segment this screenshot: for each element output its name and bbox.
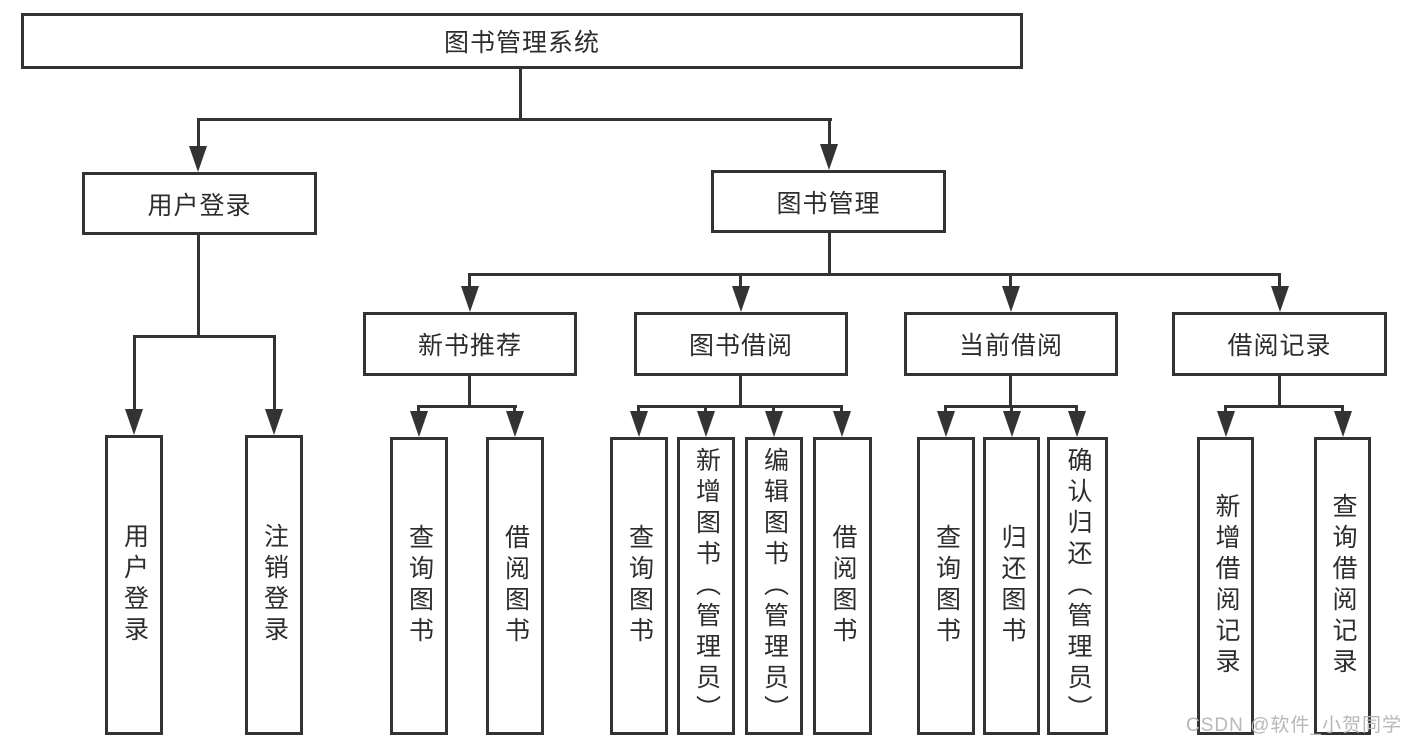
connector-line	[417, 405, 420, 414]
node-label: 图书管理系统	[443, 29, 600, 57]
connector-arrowhead	[820, 144, 838, 170]
connector-line	[1075, 405, 1078, 414]
connector-line	[739, 273, 742, 289]
connector-line	[468, 273, 471, 289]
connector-line	[468, 273, 1281, 276]
connector-arrowhead	[189, 146, 207, 172]
connector-arrowhead	[1002, 286, 1020, 312]
connector-arrowhead	[697, 411, 715, 437]
leaf-label: 借阅图书	[829, 524, 857, 648]
leaf-label: 查询图书	[625, 524, 654, 648]
node-current-borrowing: 当前借阅	[904, 312, 1118, 376]
leaf-edit-books-admin: 编辑图书（管理员）	[745, 437, 803, 735]
leaf-label: 新增图书（管理员）	[692, 446, 721, 726]
node-library-management-system: 图书管理系统	[21, 13, 1023, 69]
connector-arrowhead	[1334, 411, 1352, 437]
connector-line	[133, 335, 136, 413]
connector-line	[197, 118, 200, 150]
connector-line	[468, 376, 471, 407]
connector-arrowhead	[1217, 411, 1235, 437]
node-new-book-recommendation: 新书推荐	[363, 312, 577, 376]
leaf-query-books-current: 查询图书	[917, 437, 975, 735]
leaf-label: 新增借阅记录	[1212, 493, 1240, 679]
leaf-add-books-admin: 新增图书（管理员）	[677, 437, 735, 735]
leaf-label: 编辑图书（管理员）	[760, 446, 789, 726]
connector-arrowhead	[630, 411, 648, 437]
leaf-return-books: 归还图书	[983, 437, 1040, 735]
leaf-label: 确认归还（管理员）	[1064, 446, 1092, 726]
leaf-label: 查询图书	[405, 524, 434, 648]
connector-line	[1224, 405, 1344, 408]
leaf-label: 归还图书	[998, 524, 1026, 648]
connector-line	[1010, 405, 1013, 414]
connector-line	[739, 376, 742, 407]
connector-line	[772, 405, 775, 414]
node-label: 用户登录	[147, 191, 252, 220]
connector-line	[944, 405, 947, 414]
leaf-label: 查询借阅记录	[1329, 493, 1357, 679]
connector-arrowhead	[265, 409, 283, 435]
node-borrowing-records: 借阅记录	[1172, 312, 1387, 376]
connector-arrowhead	[410, 411, 428, 437]
leaf-user-login: 用户登录	[105, 435, 163, 735]
node-book-management: 图书管理	[711, 170, 946, 233]
leaf-label: 借阅图书	[501, 524, 530, 648]
connector-line	[1224, 405, 1227, 414]
connector-line	[417, 405, 517, 408]
connector-line	[519, 68, 522, 120]
leaf-label: 用户登录	[120, 523, 149, 647]
node-label: 借阅记录	[1227, 332, 1332, 360]
connector-arrowhead	[937, 411, 955, 437]
csdn-watermark: CSDN @软件_小贺同学	[1186, 715, 1402, 736]
leaf-add-borrow-record: 新增借阅记录	[1197, 437, 1254, 735]
connector-arrowhead	[461, 286, 479, 312]
leaf-borrow-books-recommend: 借阅图书	[486, 437, 544, 735]
connector-line	[1341, 405, 1344, 414]
connector-arrowhead	[1068, 411, 1086, 437]
leaf-confirm-return-admin: 确认归还（管理员）	[1047, 437, 1108, 735]
connector-line	[704, 405, 707, 414]
connector-arrowhead	[506, 411, 524, 437]
node-book-borrowing: 图书借阅	[634, 312, 848, 376]
connector-arrowhead	[1003, 411, 1021, 437]
connector-arrowhead	[833, 411, 851, 437]
connector-arrowhead	[765, 411, 783, 437]
connector-arrowhead	[125, 409, 143, 435]
node-label: 当前借阅	[958, 332, 1063, 360]
connector-line	[1278, 376, 1281, 407]
connector-line	[273, 335, 276, 413]
leaf-logout: 注销登录	[245, 435, 303, 735]
connector-arrowhead	[732, 286, 750, 312]
connector-line	[637, 405, 640, 414]
connector-line	[1278, 273, 1281, 289]
connector-arrowhead	[1271, 286, 1289, 312]
leaf-query-borrow-record: 查询借阅记录	[1314, 437, 1371, 735]
node-user-login: 用户登录	[82, 172, 317, 235]
leaf-query-books-recommend: 查询图书	[390, 437, 448, 735]
connector-line	[133, 335, 276, 338]
node-label: 图书管理	[776, 189, 881, 218]
leaf-label: 查询图书	[932, 524, 961, 648]
connector-line	[1009, 376, 1012, 407]
connector-line	[840, 405, 843, 414]
connector-line	[828, 118, 831, 148]
connector-line	[197, 118, 832, 121]
leaf-label: 注销登录	[260, 523, 289, 647]
node-label: 图书借阅	[688, 332, 793, 360]
node-label: 新书推荐	[417, 332, 522, 360]
leaf-borrow-books-borrowing: 借阅图书	[813, 437, 872, 735]
leaf-query-books-borrowing: 查询图书	[610, 437, 668, 735]
connector-line	[828, 233, 831, 276]
connector-line	[637, 405, 843, 408]
connector-line	[513, 405, 516, 414]
connector-line	[197, 234, 200, 337]
connector-line	[1009, 273, 1012, 289]
